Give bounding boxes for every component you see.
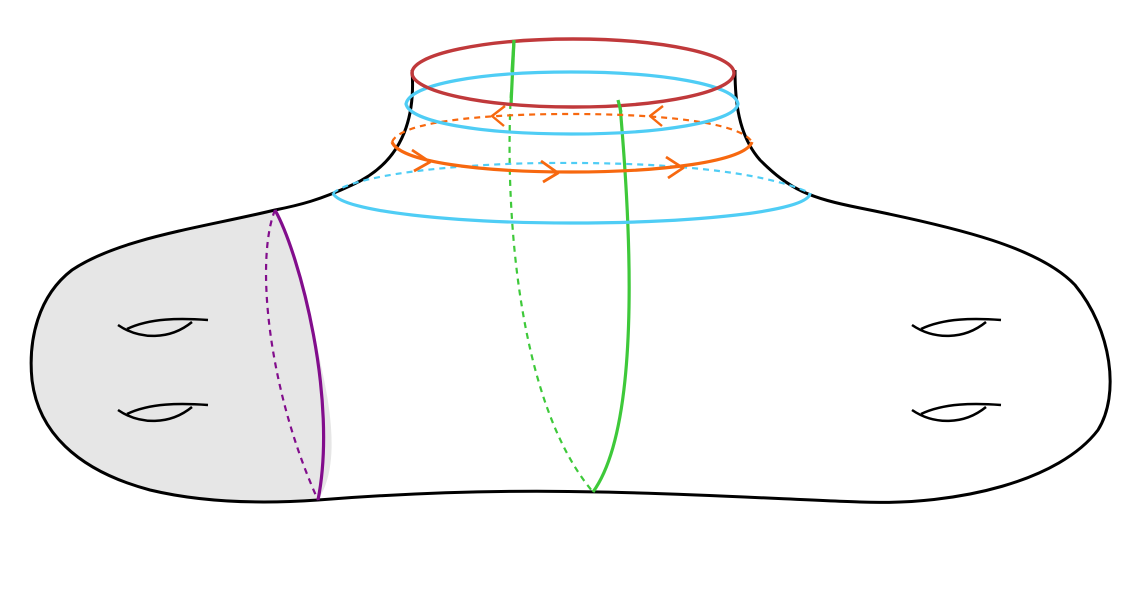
separating-curve-back <box>264 209 320 501</box>
vertical-curve-front <box>591 104 631 493</box>
parallel-curve-upper <box>404 70 740 136</box>
orientation-arrow-back-1 <box>490 105 506 127</box>
parallel-curve-lower-back <box>332 161 811 194</box>
orientation-arrow-front-2 <box>540 159 560 184</box>
vertical-curve-front-top-overlay <box>510 39 516 73</box>
oriented-curve-front <box>390 141 754 174</box>
handle-right-upper <box>911 317 1002 338</box>
orientation-arrow-back-2 <box>648 105 664 127</box>
orientation-arrow-front-1 <box>411 148 432 173</box>
oriented-curve-back <box>390 112 753 143</box>
orientation-arrow-front-3 <box>665 155 685 180</box>
handle-left-upper <box>117 317 209 338</box>
boundary-curve <box>410 37 736 109</box>
shaded-subsurface <box>31 210 332 502</box>
parallel-curve-lower-front <box>331 192 812 225</box>
vertical-curve-back <box>508 91 594 493</box>
vertical-curve-front-upper-overlay <box>616 99 623 113</box>
surface-outline <box>29 69 1112 504</box>
handle-left-lower <box>117 402 209 423</box>
separating-curve-front <box>273 209 326 501</box>
handle-right-lower <box>911 402 1002 423</box>
